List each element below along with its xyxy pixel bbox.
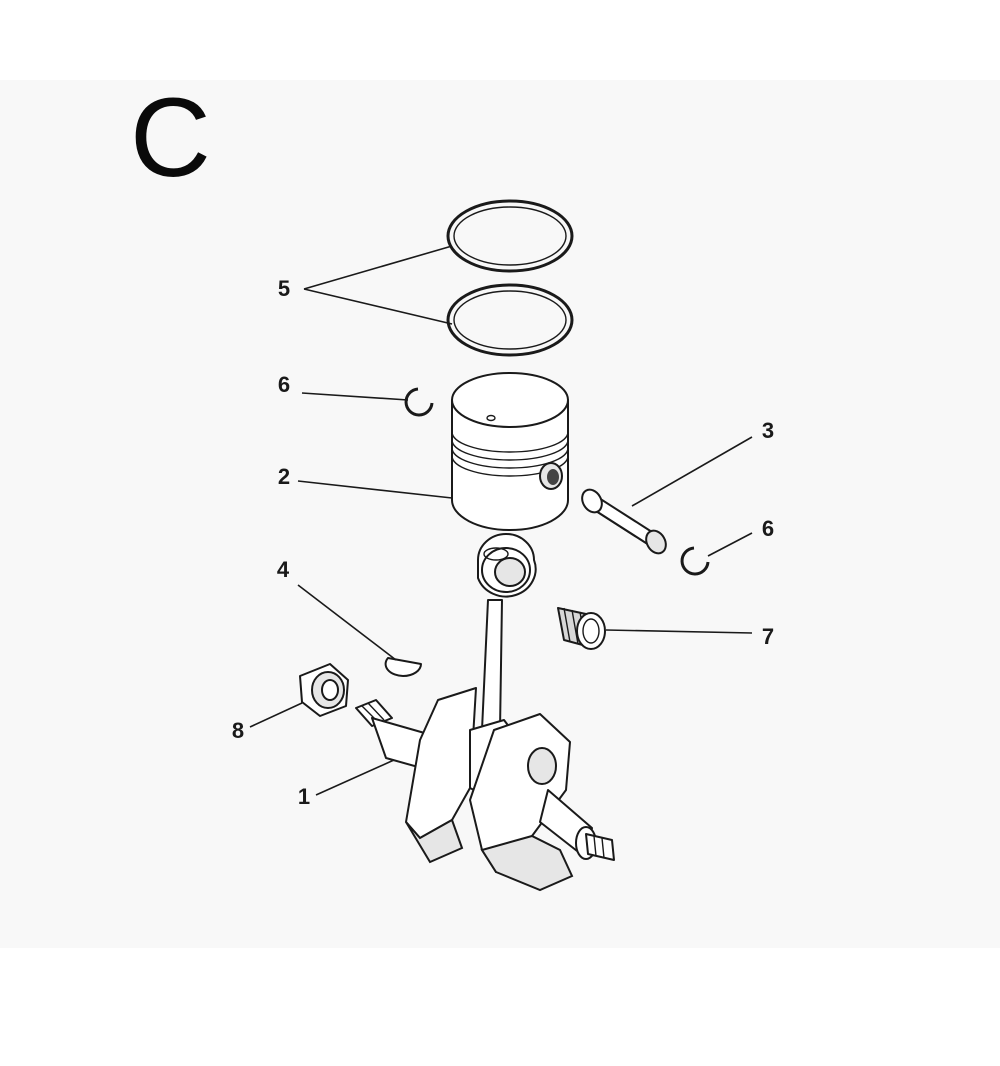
section-letter: C [130,75,211,200]
piston-ring-upper [446,199,574,273]
callout-3-piston-pin: 3 [762,418,774,443]
flange-nut [299,663,349,717]
leader-lines [249,245,753,796]
crankshaft [355,687,615,892]
callout-1-crankshaft: 1 [298,784,310,809]
circlip-left [404,387,434,417]
callout-6-circlip-right: 6 [762,516,774,541]
needle-bearing [557,607,606,650]
callout-6-circlip-left: 6 [278,372,290,397]
callout-8-nut: 8 [232,718,244,743]
piston-pin [581,488,667,555]
connecting-rod [477,533,537,731]
callout-4-woodruff-key: 4 [277,557,290,582]
callout-5-rings: 5 [278,276,290,301]
circlip-right [680,546,710,576]
callout-2-piston: 2 [278,464,290,489]
piston [451,372,569,531]
callout-7-needle-bearing: 7 [762,624,774,649]
piston-ring-lower [446,283,574,357]
woodruff-key [384,657,422,677]
